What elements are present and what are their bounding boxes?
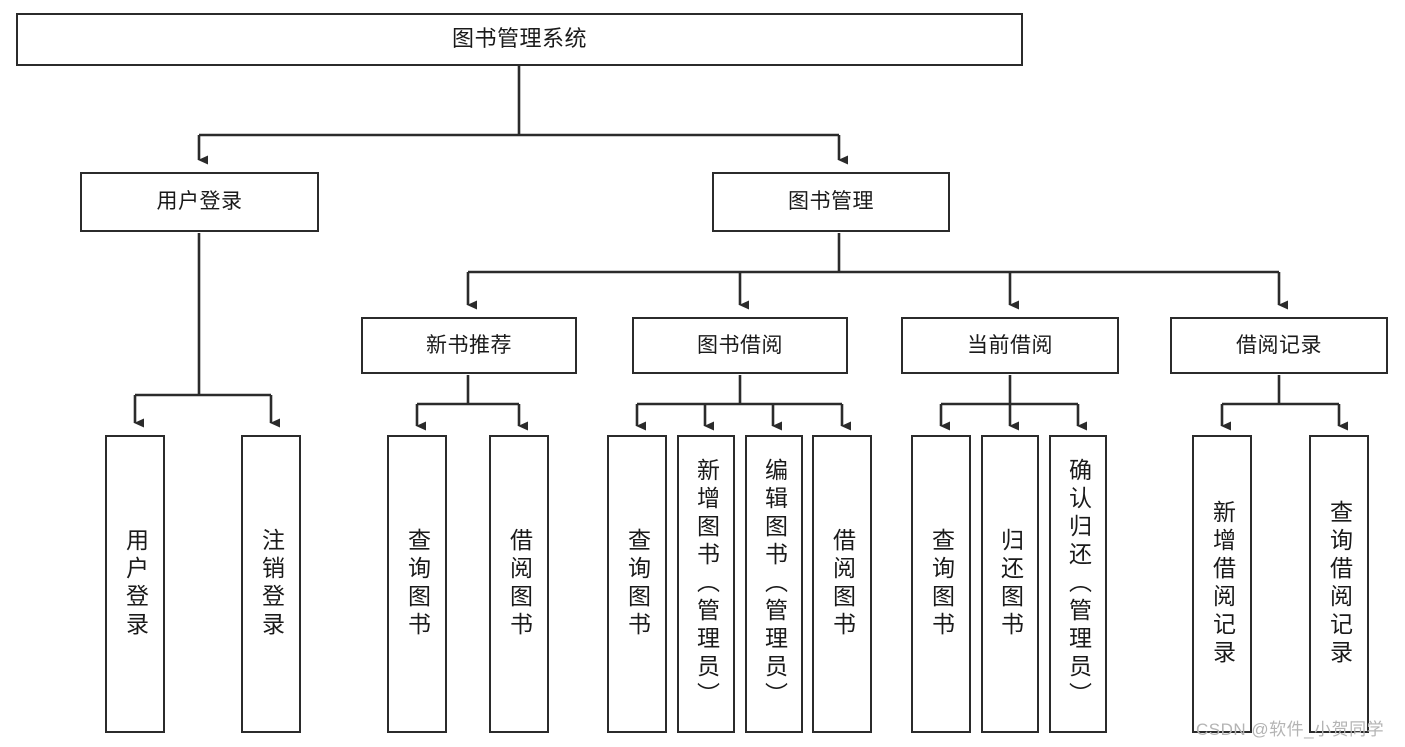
node-label: 查询图书: [928, 528, 955, 640]
leaf-query-book-current[interactable]: 查询图书: [911, 435, 971, 733]
leaf-query-borrow-record[interactable]: 查询借阅记录: [1309, 435, 1369, 733]
node-label: 查询借阅记录: [1326, 500, 1353, 668]
node-label: 确认归还（管理员）: [1065, 458, 1092, 710]
leaf-logout[interactable]: 注销登录: [241, 435, 301, 733]
node-label: 新增图书（管理员）: [693, 458, 720, 710]
node-label: 新书推荐: [426, 333, 512, 357]
node-book-borrow[interactable]: 图书借阅: [632, 317, 848, 374]
node-root-book-management-system[interactable]: 图书管理系统: [16, 13, 1023, 66]
leaf-borrow-book-recommend[interactable]: 借阅图书: [489, 435, 549, 733]
leaf-query-book-recommend[interactable]: 查询图书: [387, 435, 447, 733]
node-book-management[interactable]: 图书管理: [712, 172, 950, 232]
node-label: 用户登录: [122, 528, 149, 640]
node-label: 借阅记录: [1236, 333, 1322, 357]
node-label: 查询图书: [404, 528, 431, 640]
leaf-add-book-admin[interactable]: 新增图书（管理员）: [677, 435, 735, 733]
node-label: 当前借阅: [967, 333, 1053, 357]
node-user-login[interactable]: 用户登录: [80, 172, 319, 232]
node-label: 新增借阅记录: [1209, 500, 1236, 668]
node-label: 图书管理系统: [451, 26, 587, 52]
node-label: 图书管理: [788, 190, 874, 214]
leaf-edit-book-admin[interactable]: 编辑图书（管理员）: [745, 435, 803, 733]
csdn-watermark: CSDN @软件_小贺同学: [1196, 720, 1385, 739]
leaf-confirm-return-admin[interactable]: 确认归还（管理员）: [1049, 435, 1107, 733]
node-label: 用户登录: [156, 190, 243, 214]
node-borrow-record[interactable]: 借阅记录: [1170, 317, 1388, 374]
leaf-query-book-borrow[interactable]: 查询图书: [607, 435, 667, 733]
node-label: 注销登录: [258, 528, 285, 640]
node-label: 归还图书: [997, 528, 1024, 640]
node-new-book-recommend[interactable]: 新书推荐: [361, 317, 577, 374]
node-label: 查询图书: [624, 528, 651, 640]
leaf-borrow-book[interactable]: 借阅图书: [812, 435, 872, 733]
node-current-borrow[interactable]: 当前借阅: [901, 317, 1119, 374]
node-label: 借阅图书: [506, 528, 533, 640]
leaf-return-book[interactable]: 归还图书: [981, 435, 1039, 733]
leaf-add-borrow-record[interactable]: 新增借阅记录: [1192, 435, 1252, 733]
leaf-user-login[interactable]: 用户登录: [105, 435, 165, 733]
node-label: 编辑图书（管理员）: [761, 458, 788, 710]
node-label: 图书借阅: [697, 333, 783, 357]
node-label: 借阅图书: [829, 528, 856, 640]
